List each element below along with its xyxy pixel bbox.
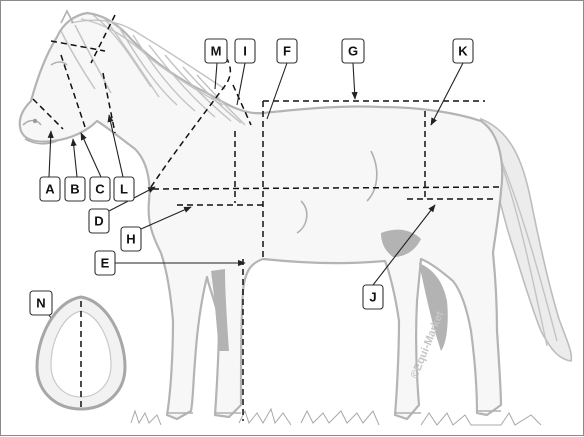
svg-text:L: L (120, 182, 128, 197)
svg-text:E: E (101, 256, 110, 271)
label-j: J (363, 285, 383, 309)
svg-text:N: N (36, 296, 45, 311)
label-g: G (342, 39, 364, 63)
svg-text:G: G (348, 44, 358, 59)
svg-text:M: M (211, 44, 222, 59)
label-l: L (114, 177, 134, 201)
svg-text:K: K (458, 44, 468, 59)
svg-text:F: F (283, 44, 291, 59)
label-d: D (89, 209, 109, 233)
svg-text:H: H (126, 232, 135, 247)
svg-text:D: D (94, 214, 103, 229)
label-f: F (277, 39, 297, 63)
label-n: N (30, 291, 52, 315)
pony-nostril (33, 119, 37, 123)
label-b: B (65, 177, 85, 201)
label-a: A (40, 177, 60, 201)
svg-text:J: J (369, 290, 376, 305)
label-k: K (453, 39, 473, 63)
label-m: M (205, 39, 227, 63)
label-i: I (235, 39, 255, 63)
svg-text:I: I (243, 44, 247, 59)
svg-text:B: B (70, 182, 79, 197)
label-e: E (95, 251, 115, 275)
label-h: H (121, 227, 141, 251)
svg-text:C: C (95, 182, 105, 197)
label-c: C (90, 177, 110, 201)
svg-text:A: A (45, 182, 55, 197)
